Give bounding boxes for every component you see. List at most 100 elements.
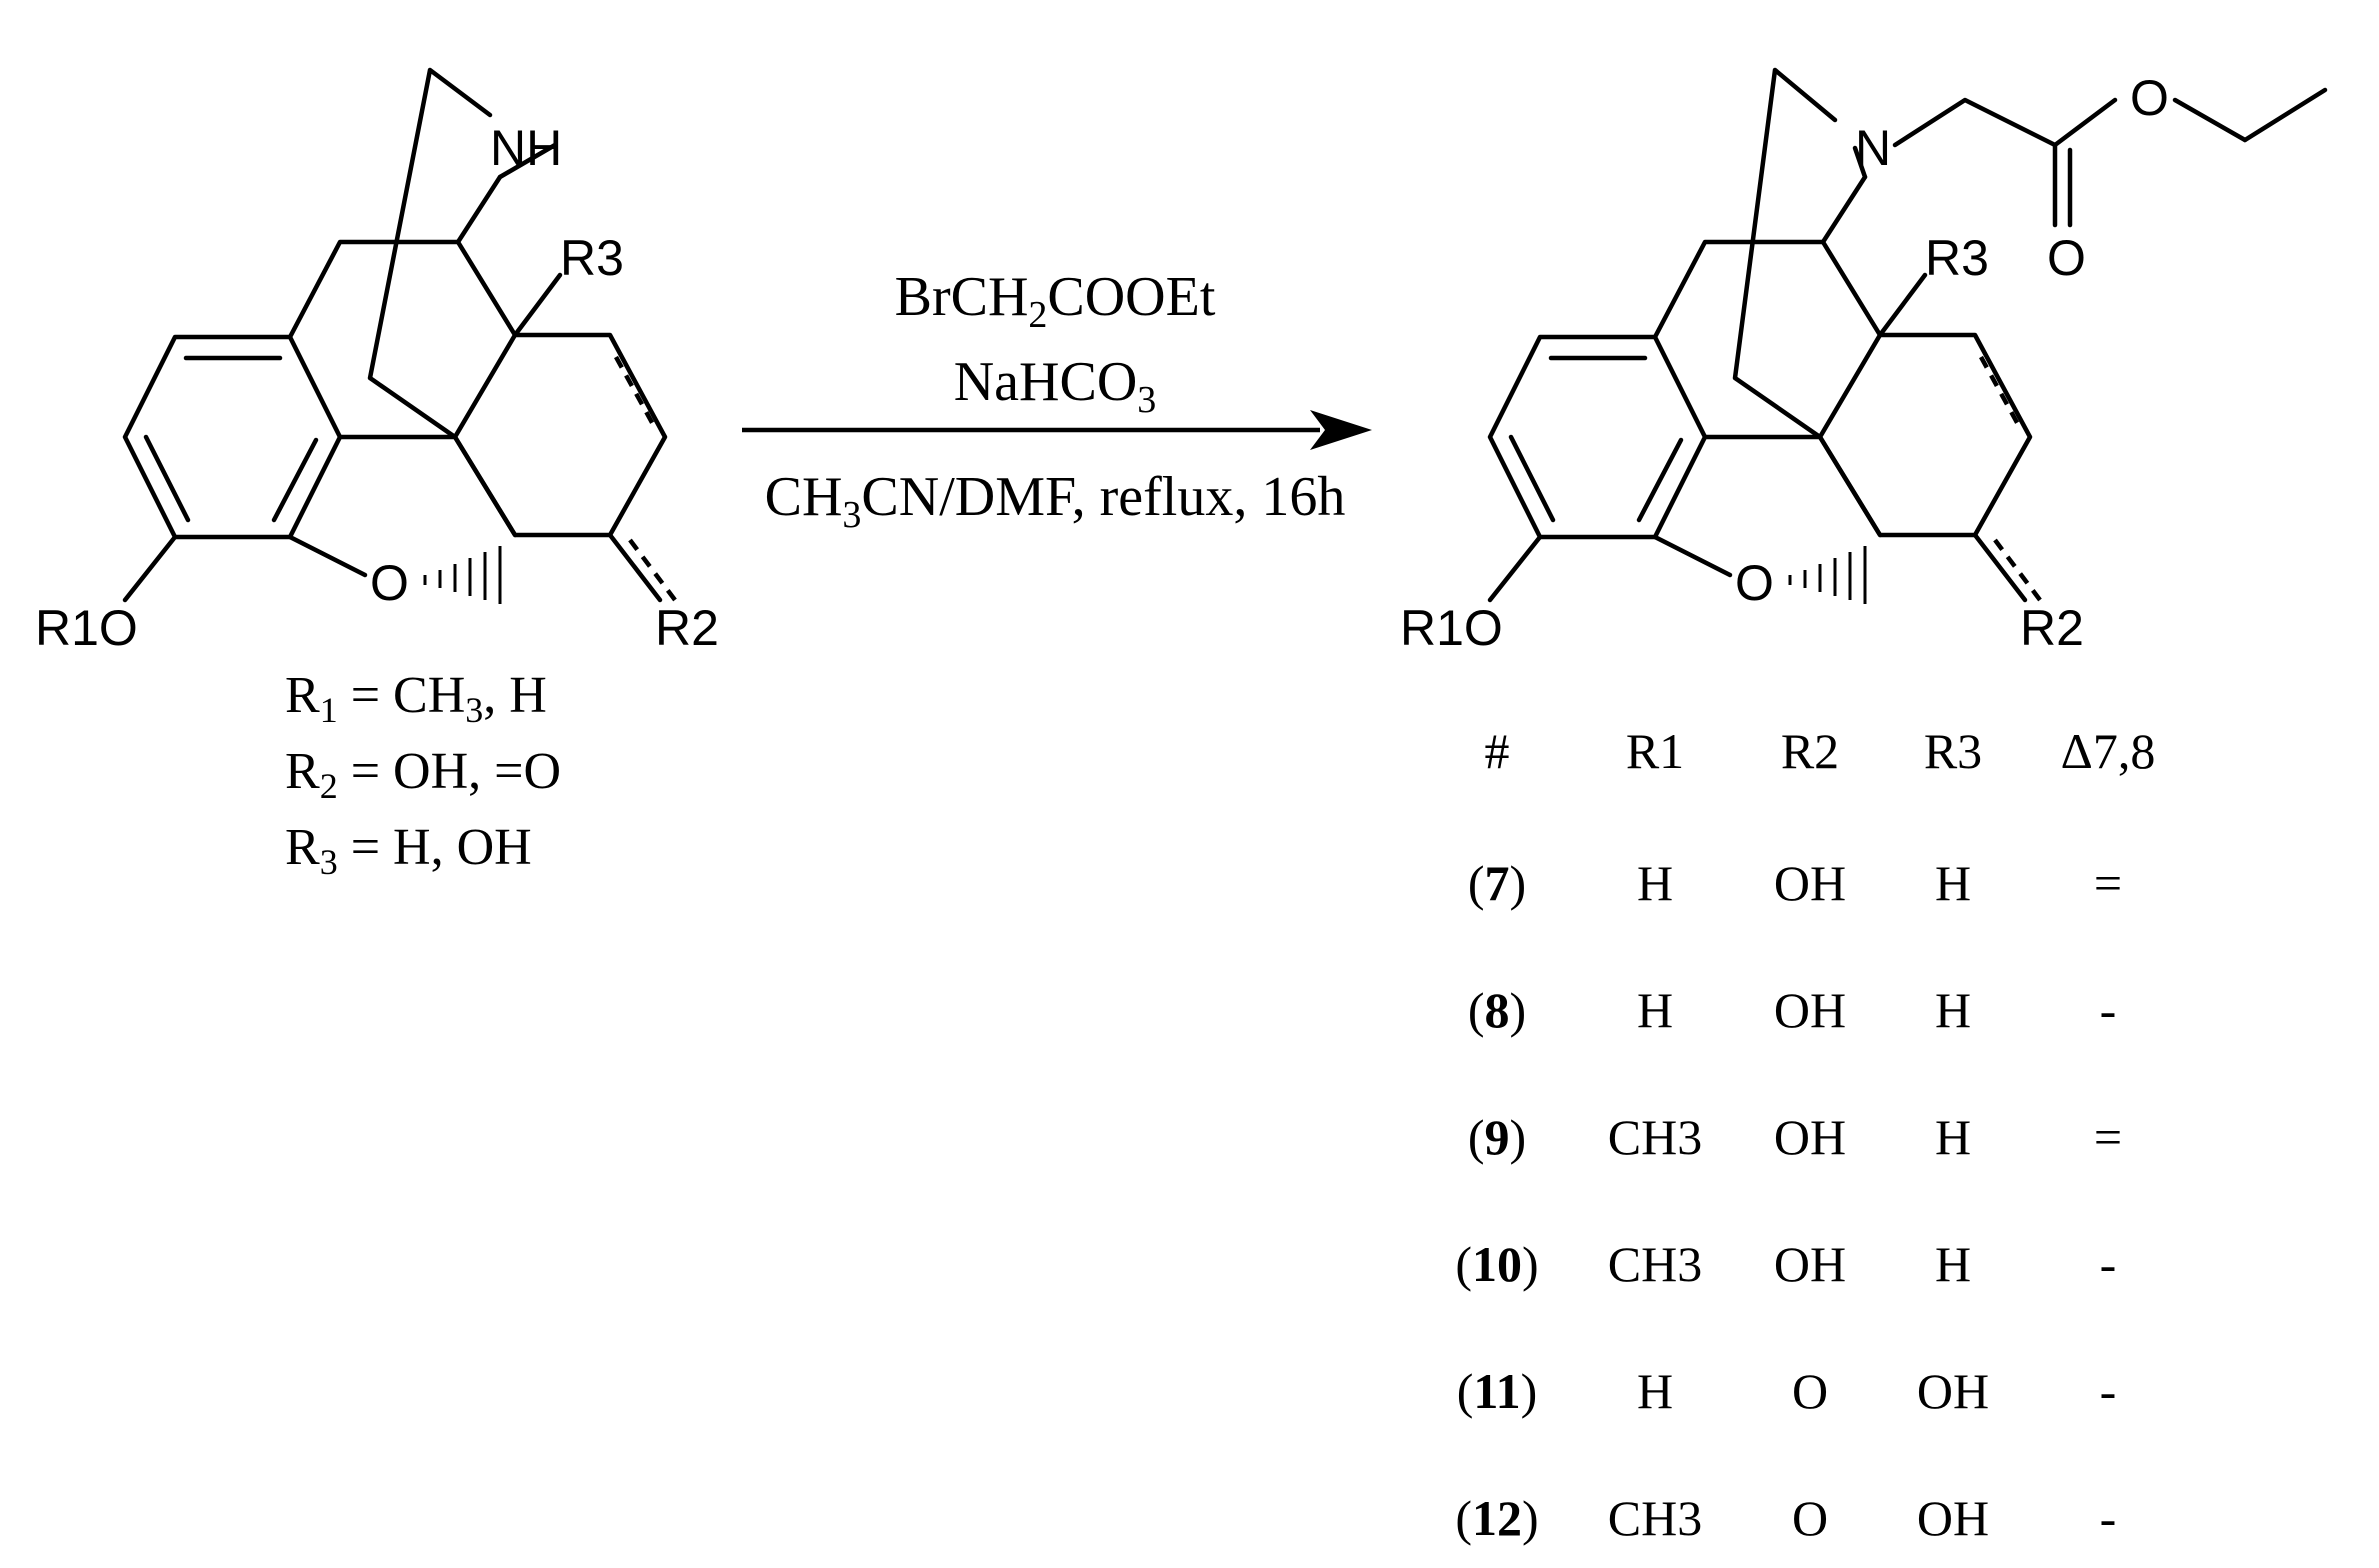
product-c13-c14	[1817, 332, 1883, 440]
reactant-r3-bond	[512, 272, 563, 338]
table-cell-r1: H	[1637, 982, 1673, 1038]
product-ring-n-bonds	[1852, 145, 1868, 180]
product-r3-label: R3	[1925, 230, 1989, 286]
table-cell-delta: -	[2100, 1490, 2117, 1546]
reactant-c13-c14	[452, 332, 518, 440]
table-cell-id: (8)	[1468, 982, 1526, 1038]
table-cell-id: (10)	[1455, 1236, 1538, 1292]
product-r1o-bond	[1487, 534, 1543, 603]
reactant-c9-c13	[455, 239, 518, 338]
table-header-id: #	[1485, 723, 1510, 779]
table-cell-r1: H	[1637, 1363, 1673, 1419]
table-row: (9) CH3 OH H =	[1468, 1109, 2122, 1165]
reaction-conditions: BrCH2COOEt NaHCO3 CH3CN/DMF, reflux, 16h	[765, 266, 1346, 536]
reactant-structure: NH R3 O R1O R2	[35, 67, 719, 656]
table-cell-r3: H	[1935, 1236, 1971, 1292]
product-ring-c-bonds	[1817, 332, 2033, 538]
reactant-r1o-bond	[122, 534, 178, 603]
table-cell-r3: H	[1935, 982, 1971, 1038]
reactant-aromatic-ring	[122, 334, 343, 540]
reactant-c5-c14	[452, 434, 518, 538]
product-r3-bond	[1877, 272, 1928, 338]
reactant-ring-double-2	[143, 434, 191, 523]
reactant-r2-label: R2	[655, 600, 719, 656]
product-ether-bonds	[1652, 534, 1733, 578]
legend-line-r3: R3 = H, OH	[285, 819, 532, 882]
table-cell-r3: OH	[1917, 1363, 1989, 1419]
product-structure: N O O R3 O R1O R2	[1400, 67, 2328, 656]
table-cell-r3: H	[1935, 1109, 1971, 1165]
table-header-row: # R1 R2 R3 Δ7,8	[1485, 723, 2156, 779]
product-optional-double	[1979, 355, 2022, 430]
reactant-nh-label: NH	[490, 120, 562, 176]
product-carbonyl-o-label: O	[2047, 230, 2086, 286]
product-hashed-wedge	[1788, 546, 1867, 604]
table-header-r1: R1	[1626, 723, 1684, 779]
table-header-r2: R2	[1781, 723, 1839, 779]
table-cell-id: (12)	[1455, 1490, 1538, 1546]
substituent-table: # R1 R2 R3 Δ7,8 (7) H OH H = (8) H OH H …	[1455, 723, 2155, 1546]
table-cell-delta: =	[2094, 1109, 2122, 1165]
reactant-ring-double-3	[271, 437, 319, 523]
reactant-benzylic-bonds	[287, 239, 461, 340]
product-r2-label: R2	[2020, 600, 2084, 656]
reactant-ring-c-bonds	[452, 332, 668, 538]
product-r2-bond	[1972, 532, 2028, 603]
table-cell-r2: OH	[1774, 855, 1846, 911]
table-cell-delta: -	[2100, 1236, 2117, 1292]
reactant-ether-bonds	[287, 534, 368, 578]
product-aromatic-ring	[1487, 334, 1708, 540]
table-cell-delta: =	[2094, 855, 2122, 911]
table-row: (12) CH3 O OH -	[1455, 1490, 2116, 1546]
table-cell-r2: O	[1792, 1490, 1828, 1546]
reaction-arrow	[742, 410, 1372, 450]
table-cell-delta: -	[2100, 1363, 2117, 1419]
product-c5-c14	[1817, 434, 1883, 538]
table-row: (10) CH3 OH H -	[1455, 1236, 2116, 1292]
table-cell-r3: OH	[1917, 1490, 1989, 1546]
table-header-delta: Δ7,8	[2061, 723, 2156, 779]
product-ester-o-label: O	[2130, 70, 2169, 126]
table-cell-r3: H	[1935, 855, 1971, 911]
condition-base: NaHCO3	[954, 351, 1157, 421]
table-cell-r1: CH3	[1608, 1236, 1702, 1292]
product-r1o-label: R1O	[1400, 600, 1503, 656]
product-n-label: N	[1855, 120, 1891, 176]
table-cell-delta: -	[2100, 982, 2117, 1038]
reactant-amine-bridge	[455, 174, 503, 245]
product-benzylic-bonds	[1652, 239, 1826, 340]
table-cell-r1: CH3	[1608, 1109, 1702, 1165]
product-ester-chain	[1892, 97, 2118, 148]
table-cell-id: (7)	[1468, 855, 1526, 911]
product-ethyl-bonds	[2172, 97, 2248, 143]
table-row: (7) H OH H =	[1468, 855, 2122, 911]
reactant-r1o-label: R1O	[35, 600, 138, 656]
product-amine-bridge	[1820, 174, 1868, 245]
reactant-ring-n-bonds	[497, 142, 558, 180]
reactant-r3-label: R3	[560, 230, 624, 286]
condition-reagent: BrCH2COOEt	[895, 266, 1216, 336]
product-ethyl-terminal	[2242, 87, 2328, 143]
table-row: (8) H OH H -	[1468, 982, 2116, 1038]
reactant-o-bridge-label: O	[370, 555, 409, 611]
reactant-optional-double	[614, 355, 657, 430]
legend-line-r2: R2 = OH, =O	[285, 743, 561, 806]
table-cell-r2: OH	[1774, 1109, 1846, 1165]
reactant-ethano-bridge	[367, 67, 493, 440]
reactant-hashed-wedge	[423, 546, 502, 604]
reactant-legend: R1 = CH3, H R2 = OH, =O R3 = H, OH	[285, 667, 561, 882]
table-cell-r2: OH	[1774, 982, 1846, 1038]
product-ring-double-3	[1636, 437, 1684, 523]
condition-solvent: CH3CN/DMF, reflux, 16h	[765, 466, 1346, 536]
table-cell-id: (9)	[1468, 1109, 1526, 1165]
table-row: (11) H O OH -	[1457, 1363, 2117, 1419]
table-cell-r1: CH3	[1608, 1490, 1702, 1546]
reactant-r2-bond	[607, 532, 663, 603]
table-cell-r1: H	[1637, 855, 1673, 911]
legend-line-r1: R1 = CH3, H	[285, 667, 547, 730]
table-cell-r2: O	[1792, 1363, 1828, 1419]
table-header-r3: R3	[1924, 723, 1982, 779]
product-ring-double-2	[1508, 434, 1556, 523]
product-ethano-bridge	[1732, 67, 1838, 440]
